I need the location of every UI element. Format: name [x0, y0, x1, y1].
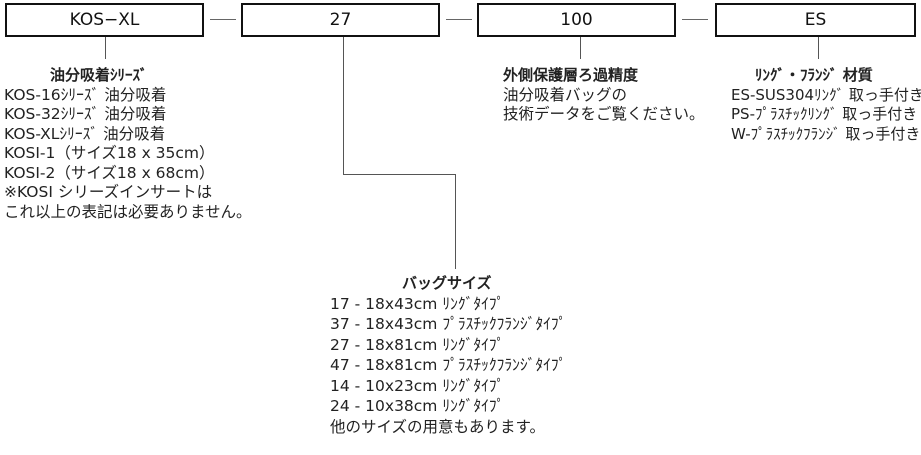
series-line: KOS-XLｼﾘｰｽﾞ 油分吸着 [4, 124, 166, 143]
bag-size-description: バッグサイズ 17 - 18x43cm ﾘﾝｸﾞﾀｲﾌﾟ 37 - 18x43c… [330, 273, 566, 437]
filter-rating-heading: 外側保護層ろ過精度 [503, 66, 639, 84]
series-line: KOS-32ｼﾘｰｽﾞ 油分吸着 [4, 105, 167, 123]
model-leader-line [105, 37, 106, 59]
connector-dash-1 [210, 19, 236, 20]
bag-size-note: 他のサイズの用意もあります。 [330, 417, 545, 436]
series-note: これ以上の表記は必要ありません。 [4, 202, 252, 221]
series-line: KOSI-1（サイズ18 x 35cm） [4, 144, 215, 162]
material-code-box: ES [715, 3, 916, 37]
series-heading: 油分吸着ｼﾘｰｽﾞ [50, 66, 148, 84]
bag-size-heading: バッグサイズ [402, 274, 492, 292]
model-code-box: KOS−XL [5, 3, 204, 37]
material-line: ES-SUS304ﾘﾝｸﾞ 取っ手付き [731, 85, 921, 104]
size-leader-line-horizontal [343, 174, 455, 175]
material-description: ﾘﾝｸﾞ・ﾌﾗﾝｼﾞ 材質 ES-SUS304ﾘﾝｸﾞ 取っ手付き PS-ﾌﾟﾗ… [731, 66, 921, 144]
micron-code-box: 100 [477, 3, 676, 37]
series-line: KOS-16ｼﾘｰｽﾞ 油分吸着 [4, 85, 167, 104]
filter-rating-line: 油分吸着バッグの [503, 85, 628, 104]
bag-size-line: 47 - 18x81cm ﾌﾟﾗｽﾁｯｸﾌﾗﾝｼﾞﾀｲﾌﾟ [330, 356, 567, 374]
micron-leader-line [580, 37, 581, 59]
bag-size-line: 27 - 18x81cm ﾘﾝｸﾞﾀｲﾌﾟ [330, 335, 505, 354]
bag-size-line: 17 - 18x43cm ﾘﾝｸﾞﾀｲﾌﾟ [330, 294, 505, 313]
filter-rating-line: 技術データをご覧ください。 [503, 105, 705, 123]
material-leader-line [818, 37, 819, 59]
connector-dash-3 [682, 19, 708, 20]
material-heading: ﾘﾝｸﾞ・ﾌﾗﾝｼﾞ 材質 [755, 66, 873, 84]
size-leader-line-top [343, 37, 344, 174]
series-description: 油分吸着ｼﾘｰｽﾞ KOS-16ｼﾘｰｽﾞ 油分吸着 KOS-32ｼﾘｰｽﾞ 油… [4, 66, 252, 222]
bag-size-line: 14 - 10x23cm ﾘﾝｸﾞﾀｲﾌﾟ [330, 376, 505, 395]
series-line: KOSI-2（サイズ18 x 68cm） [4, 163, 215, 182]
series-note: ※KOSI シリーズインサートは [4, 183, 213, 201]
size-code-box: 27 [241, 3, 440, 37]
bag-size-line: 37 - 18x43cm ﾌﾟﾗｽﾁｯｸﾌﾗﾝｼﾞﾀｲﾌﾟ [330, 315, 567, 333]
connector-dash-2 [446, 19, 472, 20]
bag-size-line: 24 - 10x38cm ﾘﾝｸﾞﾀｲﾌﾟ [330, 397, 505, 415]
filter-rating-description: 外側保護層ろ過精度 油分吸着バッグの 技術データをご覧ください。 [503, 66, 705, 125]
material-line: W-ﾌﾟﾗｽﾁｯｸﾌﾗﾝｼﾞ 取っ手付き [731, 124, 921, 143]
size-leader-line-bottom [455, 174, 456, 269]
material-line: PS-ﾌﾟﾗｽﾁｯｸﾘﾝｸﾞ 取っ手付き [731, 105, 918, 123]
